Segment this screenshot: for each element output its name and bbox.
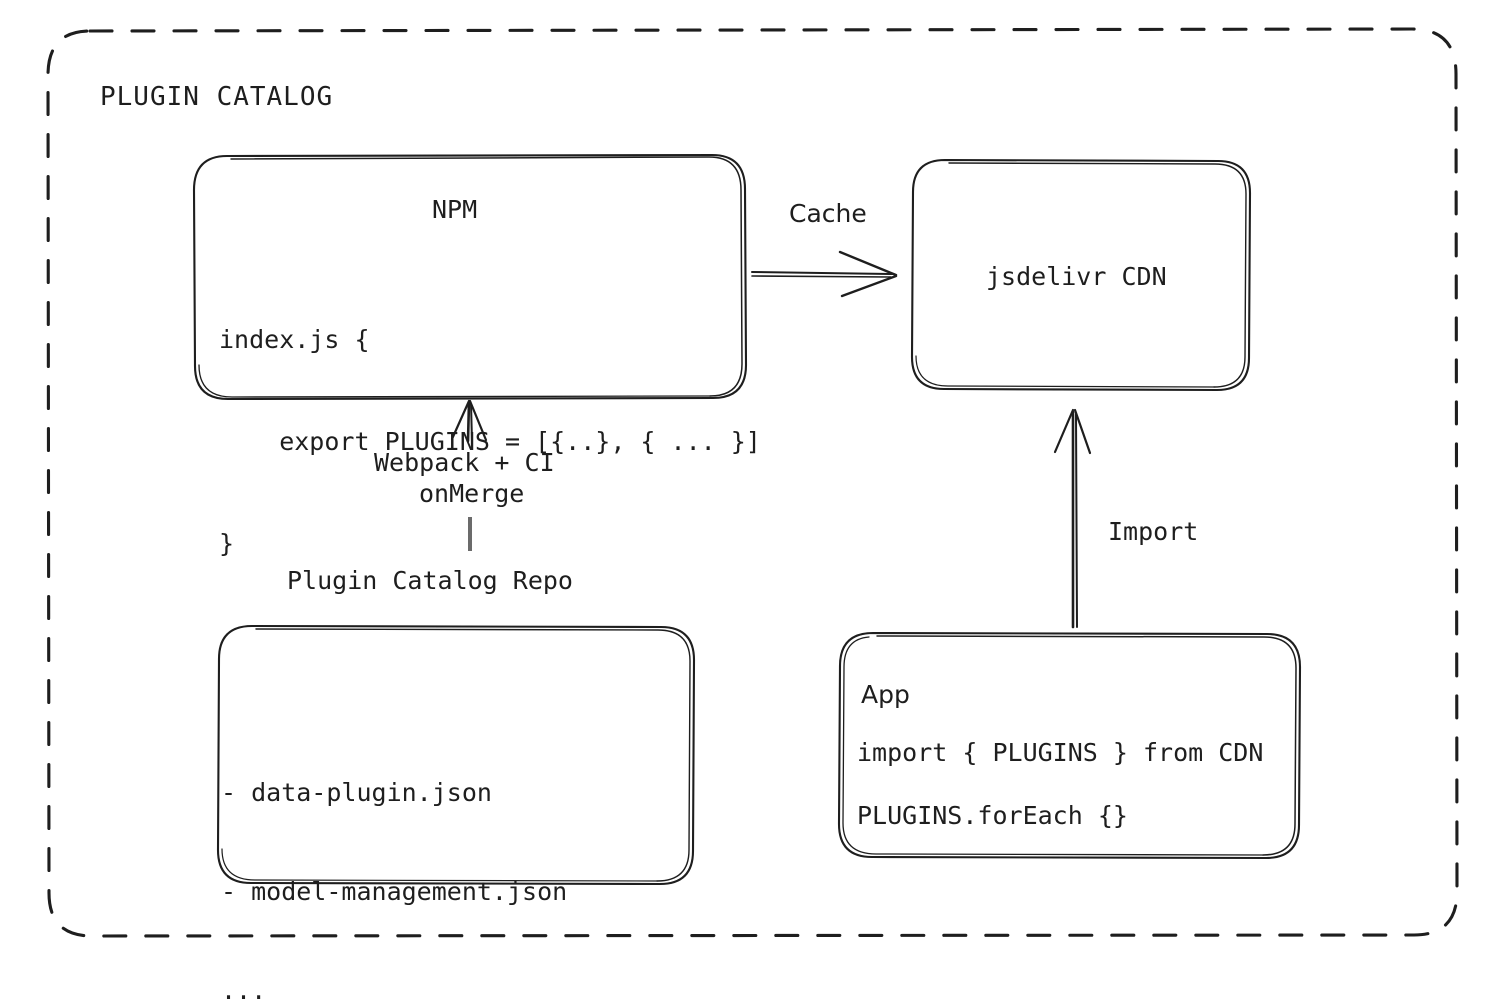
npm-code-line-1: index.js { [219, 325, 370, 354]
app-node-title: App [861, 680, 910, 709]
edge-cache-arrow [751, 250, 898, 298]
edge-label-import: Import [1108, 517, 1199, 546]
npm-code-line-2: export PLUGINS = [{..}, { ... }] [219, 427, 761, 456]
npm-node-code: index.js { export PLUGINS = [{..}, { ...… [219, 255, 761, 629]
cdn-node-title: jsdelivr CDN [986, 262, 1167, 291]
npm-node-title: NPM [432, 195, 478, 224]
npm-code-line-3: } [219, 529, 235, 558]
repo-file-line-3: ... [221, 976, 267, 1002]
repo-file-line-1: - data-plugin.json [221, 778, 492, 807]
edge-import-arrow [1053, 408, 1092, 629]
diagram-title: PLUGIN CATALOG [100, 82, 334, 112]
edge-label-build-line1: Webpack + CI [374, 448, 555, 477]
repo-node-caption: Plugin Catalog Repo [287, 566, 573, 595]
repo-file-line-2: - model-management.json [221, 877, 568, 906]
app-code-line-1: import { PLUGINS } from CDN [857, 738, 1264, 767]
edge-label-build-line2: onMerge [419, 479, 525, 508]
app-code-line-2: PLUGINS.forEach {} [857, 801, 1128, 830]
repo-node-file-list: - data-plugin.json - model-management.js… [221, 710, 567, 1002]
edge-label-cache: Cache [789, 199, 867, 228]
